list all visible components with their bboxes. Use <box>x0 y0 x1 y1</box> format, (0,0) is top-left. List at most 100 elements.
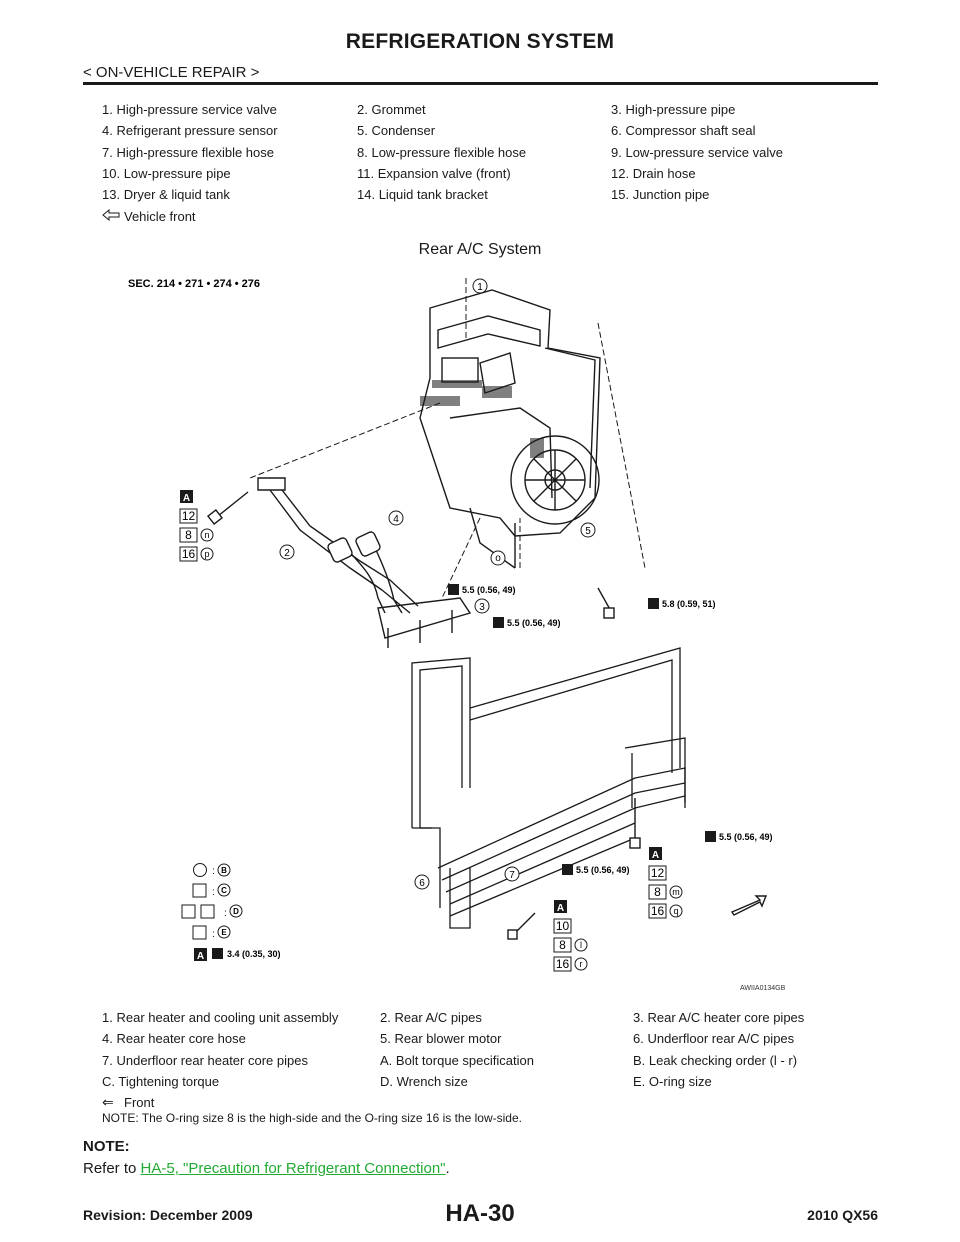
legend-row: 4. Rear heater core hose 5. Rear blower … <box>102 1031 795 1047</box>
svg-text:1: 1 <box>477 282 483 293</box>
svg-text:A: A <box>183 493 190 504</box>
svg-text:A: A <box>557 903 564 914</box>
svg-text:r: r <box>580 959 583 969</box>
callout-o: o <box>490 550 506 566</box>
torque-label-2: 5.5 (0.56, 49) <box>493 617 561 628</box>
callout-2: 2 <box>279 544 295 560</box>
spec-stack-bottom: A 10 8 l 16 r <box>553 900 588 972</box>
note-text: Refer to HA-5, "Precaution for Refrigera… <box>83 1160 450 1177</box>
sec-label: SEC. 214 • 271 • 274 • 276 <box>128 278 260 290</box>
svg-text:A: A <box>197 951 204 962</box>
svg-text:D: D <box>233 907 239 916</box>
svg-text:4: 4 <box>393 514 399 525</box>
svg-text:p: p <box>204 549 209 559</box>
legend-row: 7. Underfloor rear heater core pipes A. … <box>102 1052 798 1068</box>
symbol-key: : B : C : D : E A 3.4 (0.35, 30) <box>181 863 281 962</box>
svg-text:16: 16 <box>651 904 665 918</box>
svg-text:C: C <box>221 886 227 895</box>
svg-text:5.8 (0.59, 51): 5.8 (0.59, 51) <box>662 599 716 609</box>
svg-text:8: 8 <box>185 528 192 542</box>
svg-text:n: n <box>204 530 209 540</box>
spec-stack-left: A 12 8 n 16 p <box>179 490 214 562</box>
svg-text:q: q <box>673 906 678 916</box>
svg-text:B: B <box>221 866 227 875</box>
svg-text:5.5 (0.56, 49): 5.5 (0.56, 49) <box>719 832 773 842</box>
footer-model: 2010 QX56 <box>807 1207 878 1223</box>
svg-text:10: 10 <box>556 919 570 933</box>
svg-text:5.5 (0.56, 49): 5.5 (0.56, 49) <box>576 865 630 875</box>
svg-text:8: 8 <box>654 885 661 899</box>
vehicle-front-arrow-icon <box>102 208 124 224</box>
callout-6: 6 <box>414 874 430 890</box>
legend-row: 13. Dryer & liquid tank 14. Liquid tank … <box>102 187 710 203</box>
bolt-right <box>597 587 615 619</box>
rear-ac-system-diagram: SEC. 214 • 271 • 274 • 276 <box>128 278 786 992</box>
bolt-left <box>206 491 249 526</box>
legend-row-front: ⇐ Front <box>102 1092 804 1113</box>
svg-text::: : <box>212 866 215 877</box>
torque-label-3: 5.8 (0.59, 51) <box>648 598 716 609</box>
rear-system-legend: 1. Rear heater and cooling unit assembly… <box>102 1007 804 1113</box>
heater-cooling-unit <box>419 289 601 569</box>
svg-text:16: 16 <box>182 547 196 561</box>
header-divider <box>83 82 878 85</box>
callout-3: 3 <box>474 598 490 614</box>
svg-text:m: m <box>672 887 680 897</box>
vehicle-front-label: Vehicle front <box>124 209 196 225</box>
bolt-vertical <box>629 798 641 849</box>
rear-ac-pipes <box>257 477 472 648</box>
callout-7: 7 <box>504 866 520 882</box>
torque-label-1: 5.5 (0.56, 49) <box>448 584 516 595</box>
legend-row: 1. Rear heater and cooling unit assembly… <box>102 1010 805 1026</box>
legend-row: 10. Low-pressure pipe 11. Expansion valv… <box>102 166 696 182</box>
breadcrumb: < ON-VEHICLE REPAIR > <box>83 64 260 81</box>
legend-row-vehicle-front: Vehicle front <box>102 205 783 226</box>
torque-label-4: 5.5 (0.56, 49) <box>705 831 773 842</box>
svg-text:2: 2 <box>284 548 290 559</box>
svg-text::: : <box>212 929 215 940</box>
figure-code: AWIIA0134GB <box>740 985 786 992</box>
legend-row: 4. Refrigerant pressure sensor 5. Conden… <box>102 123 756 139</box>
page-title: REFRIGERATION SYSTEM <box>345 30 615 53</box>
footer-page-number: HA-30 <box>445 1200 515 1227</box>
torque-label-5: 5.5 (0.56, 49) <box>562 864 630 875</box>
legend-row: 7. High-pressure flexible hose 8. Low-pr… <box>102 144 783 160</box>
callout-5: 5 <box>580 522 596 538</box>
front-label: Front <box>124 1095 155 1111</box>
svg-text:8: 8 <box>559 938 566 952</box>
precaution-reference-link[interactable]: HA-5, "Precaution for Refrigerant Connec… <box>140 1160 446 1177</box>
front-arrow-icon: ⇐ <box>102 1094 114 1111</box>
svg-text:12: 12 <box>651 866 665 880</box>
bolt-bottom <box>507 912 536 940</box>
svg-text:16: 16 <box>556 957 570 971</box>
legend-row: 1. High-pressure service valve 2. Gromme… <box>102 102 736 118</box>
svg-text:5.5 (0.56, 49): 5.5 (0.56, 49) <box>462 585 516 595</box>
underfloor-pipes <box>411 647 686 929</box>
callout-1: 1 <box>472 278 488 294</box>
legend-row: C. Tightening torque D. Wrench size E. O… <box>102 1074 712 1090</box>
svg-text:5: 5 <box>585 526 591 537</box>
svg-text::: : <box>224 908 227 919</box>
svg-text:E: E <box>221 928 227 937</box>
svg-text::: : <box>212 887 215 898</box>
svg-text:5.5 (0.56, 49): 5.5 (0.56, 49) <box>507 618 561 628</box>
footer-revision: Revision: December 2009 <box>83 1207 253 1223</box>
svg-text:12: 12 <box>182 509 196 523</box>
svg-text:A: A <box>652 850 659 861</box>
spec-stack-right: A 12 8 m 16 q <box>648 847 683 919</box>
svg-text:3.4 (0.35, 30): 3.4 (0.35, 30) <box>227 949 281 959</box>
front-system-legend: 1. High-pressure service valve 2. Gromme… <box>102 99 783 227</box>
o-ring-note: NOTE: The O-ring size 8 is the high-side… <box>102 1111 522 1125</box>
note-heading: NOTE: <box>83 1138 130 1155</box>
callout-4: 4 <box>388 510 404 526</box>
unit-shading <box>420 380 544 458</box>
section-title: Rear A/C System <box>418 241 542 258</box>
svg-text:o: o <box>495 553 501 564</box>
svg-text:6: 6 <box>419 878 425 889</box>
leader-lines <box>249 278 646 599</box>
front-direction-arrow-icon <box>730 895 768 916</box>
hose-4 <box>327 531 381 563</box>
svg-text:3: 3 <box>479 602 485 613</box>
svg-text:l: l <box>580 940 582 950</box>
svg-text:7: 7 <box>509 870 515 881</box>
